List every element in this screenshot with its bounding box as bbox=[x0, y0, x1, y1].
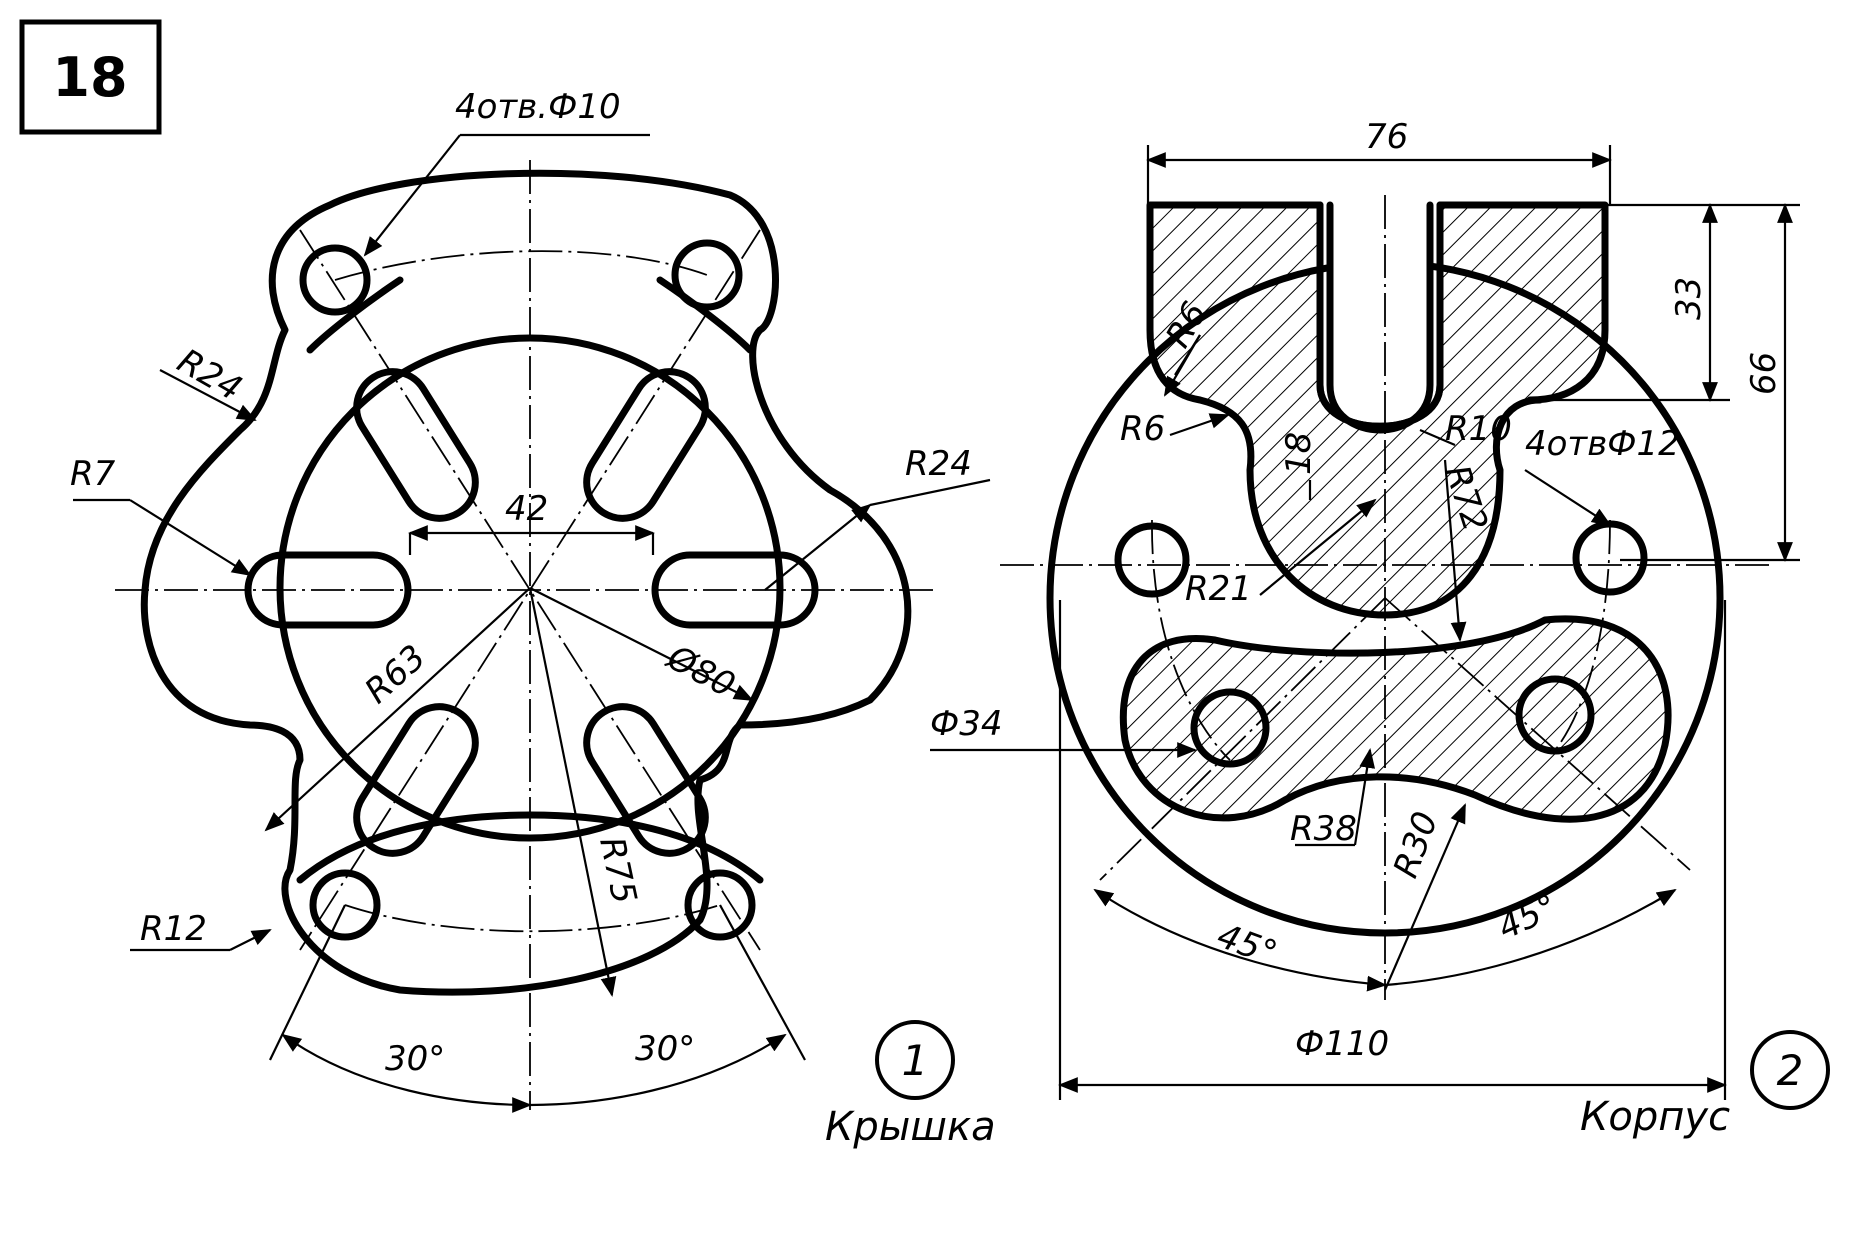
hole-bottom-left bbox=[309, 869, 381, 941]
hole-bottom-right bbox=[684, 869, 756, 941]
label-angle-45-left: 45° bbox=[1212, 916, 1282, 974]
label-r21: R21 bbox=[1185, 569, 1252, 609]
housing-bottom-section bbox=[1119, 615, 1672, 823]
part-1-number-circle bbox=[875, 1020, 955, 1100]
housing-center-lines bbox=[1000, 195, 1770, 1000]
slot-profile bbox=[1326, 201, 1434, 434]
label-66: 66 bbox=[1744, 352, 1784, 395]
label-angle-30-left: 30° bbox=[385, 1039, 445, 1079]
cover-dim-labels: 4отв.Ф10 R24 R24 R7 42 R63 Ø80 R75 R12 3… bbox=[70, 87, 972, 1079]
slot-bottom-left bbox=[353, 703, 479, 857]
label-d80: Ø80 bbox=[659, 637, 741, 706]
part-2-number-circle bbox=[1750, 1030, 1830, 1110]
label-r10: R10 bbox=[1445, 409, 1512, 449]
slot-left bbox=[244, 551, 412, 629]
label-holes-12: 4отвФ12 bbox=[1525, 424, 1680, 464]
hole-top-right bbox=[671, 239, 743, 311]
housing-dimensions bbox=[930, 145, 1800, 1100]
label-33: 33 bbox=[1669, 277, 1709, 320]
sheet-number-box: 18 bbox=[19, 19, 162, 135]
part-1-cover: 4отв.Ф10 R24 R24 R7 42 R63 Ø80 R75 R12 3… bbox=[70, 87, 996, 1150]
label-42: 42 bbox=[505, 489, 548, 529]
part-1-number: 1 bbox=[902, 1036, 929, 1085]
cover-outline bbox=[140, 169, 912, 996]
sheet-number: 18 bbox=[52, 46, 127, 109]
part-2-number: 2 bbox=[1777, 1046, 1804, 1095]
label-d110: Ф110 bbox=[1295, 1024, 1389, 1064]
label-76: 76 bbox=[1365, 117, 1408, 157]
label-r6-left: R6 bbox=[1120, 409, 1165, 449]
label-r75: R75 bbox=[591, 834, 644, 908]
part-2-name: Корпус bbox=[1580, 1094, 1730, 1140]
label-angle-45-right: 45° bbox=[1492, 886, 1564, 948]
label-r63: R63 bbox=[357, 637, 433, 711]
cover-top-band bbox=[306, 276, 754, 354]
hole-top-left bbox=[299, 244, 371, 316]
label-r24-left: R24 bbox=[171, 341, 249, 409]
label-angle-30-right: 30° bbox=[635, 1029, 695, 1069]
slot-bottom-right bbox=[583, 703, 709, 857]
part-1-name: Крышка bbox=[825, 1104, 996, 1150]
label-d34: Ф34 bbox=[930, 704, 1003, 744]
label-r7: R7 bbox=[70, 454, 116, 494]
slot-interior bbox=[1330, 205, 1430, 390]
label-r38: R38 bbox=[1290, 809, 1357, 849]
bottom-left-bore bbox=[1190, 688, 1270, 768]
label-r12: R12 bbox=[140, 909, 207, 949]
label-holes-10: 4отв.Ф10 bbox=[455, 87, 621, 127]
cover-holes bbox=[299, 239, 756, 941]
bottom-right-bore bbox=[1515, 675, 1595, 755]
slot-bottom bbox=[1316, 381, 1444, 430]
cover-center-lines bbox=[115, 160, 935, 1110]
cover-dimensions bbox=[73, 133, 991, 1113]
label-r24-right: R24 bbox=[905, 444, 972, 484]
slot-top-right bbox=[583, 368, 709, 522]
part-2-housing: 76 33 66 R6 R6 R10 18 R72 4отвФ12 R21 Ф3… bbox=[930, 117, 1830, 1140]
slot-top-left bbox=[353, 368, 479, 522]
label-18: 18 bbox=[1279, 432, 1319, 475]
